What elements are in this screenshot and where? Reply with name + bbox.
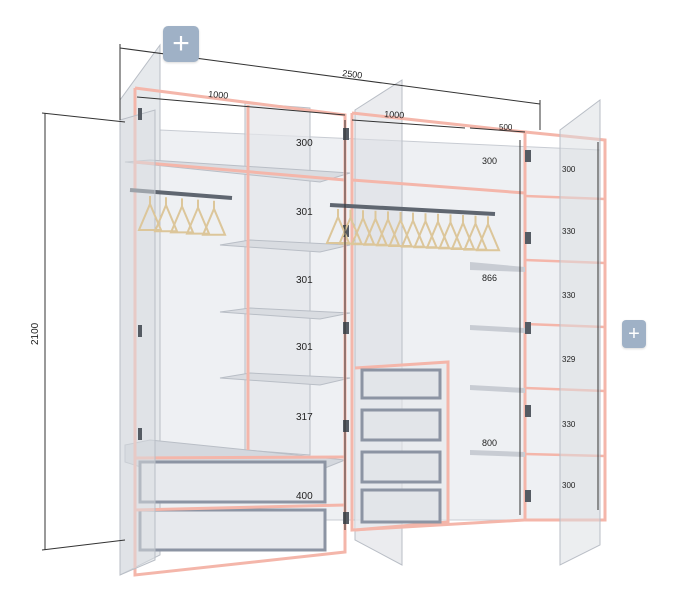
label-right-spacing-1: 300 [562,165,576,174]
label-left-spacing-2: 301 [296,207,313,218]
hanger [362,210,389,246]
dim-left-width-line [136,96,346,116]
hanger [185,199,211,235]
dimension-labels: 2500 1000 1000 500 2100 300 301 301 301 … [30,68,576,502]
hanger [425,213,451,249]
left-shelf-1 [219,239,351,253]
label-left-spacing-1: 300 [296,138,313,149]
handle [525,232,531,244]
hanger [375,211,401,247]
plus-icon: + [172,27,190,60]
label-middle-spacing-2: 866 [482,273,497,283]
middle-drawer-1 [360,368,442,400]
label-right-spacing-5: 330 [562,420,576,429]
handle [343,512,349,524]
label-right-spacing-6: 300 [562,481,576,490]
hanger [462,215,489,251]
label-middle-width: 1000 [384,109,405,120]
dim-right-width-line [469,127,526,133]
hanger [450,215,476,250]
label-left-width: 1000 [208,89,229,101]
handle [525,405,531,417]
middle-top-shelf [351,178,526,195]
handle [138,108,142,120]
hanger [400,212,426,248]
handle [343,128,349,140]
hanger [475,216,501,252]
hanger [201,200,227,236]
right-door [559,99,601,566]
hangers-middle [325,209,501,252]
left-shelf-2 [219,307,351,320]
left-frame-bottom-1 [134,455,346,460]
middle-drawer-block [354,360,450,532]
hanger [137,196,163,231]
hanger [169,198,195,234]
handle [343,225,349,237]
hanger [437,214,464,250]
label-right-spacing-3: 330 [562,291,576,300]
door-handles [138,108,531,524]
hanger [350,210,376,246]
hanger [387,212,414,247]
label-total-height: 2100 [30,322,41,345]
section-right [524,99,607,566]
left-shelf-3 [219,372,351,386]
middle-side-shelf-1 [470,262,525,272]
middle-drawer-3 [360,450,442,484]
dim-middle-width-line [351,119,466,129]
left-drawer-front-2 [138,508,327,552]
label-right-spacing-2: 330 [562,227,576,236]
handle [343,420,349,432]
hanger [412,213,439,249]
label-left-spacing-5: 317 [296,412,313,423]
label-left-spacing-3: 301 [296,275,313,286]
middle-drawer-2 [360,408,442,442]
handle [525,322,531,334]
label-middle-spacing-1: 300 [482,156,497,166]
plus-icon: + [628,323,640,345]
add-section-right-button[interactable]: + [622,320,646,348]
label-left-spacing-4: 301 [296,342,313,353]
handle [343,322,349,334]
hanger [153,197,179,233]
handle [138,428,142,440]
handle [525,490,531,502]
middle-side-shelf-4 [470,450,525,457]
left-door [119,109,156,576]
label-total-width: 2500 [342,68,363,80]
label-right-spacing-4: 329 [562,355,576,364]
middle-side-shelf-3 [470,385,525,393]
add-section-top-button[interactable]: + [163,26,199,62]
left-frame-bottom-2 [134,503,346,512]
middle-hanging-rail [329,203,496,216]
hangers-left [137,196,227,236]
left-frame-top-shelf [134,160,346,182]
dim-total-height-tick-t [41,112,126,123]
label-right-width: 500 [499,123,513,132]
dim-total-height-tick-b [41,539,126,551]
middle-drawer-4 [360,488,442,524]
handle [138,325,142,337]
hanger [337,209,364,245]
label-middle-spacing-3: 800 [482,438,497,448]
section-middle [329,79,527,566]
handle [525,150,531,162]
label-left-spacing-6: 400 [296,491,313,502]
middle-side-shelf-2 [470,325,525,333]
